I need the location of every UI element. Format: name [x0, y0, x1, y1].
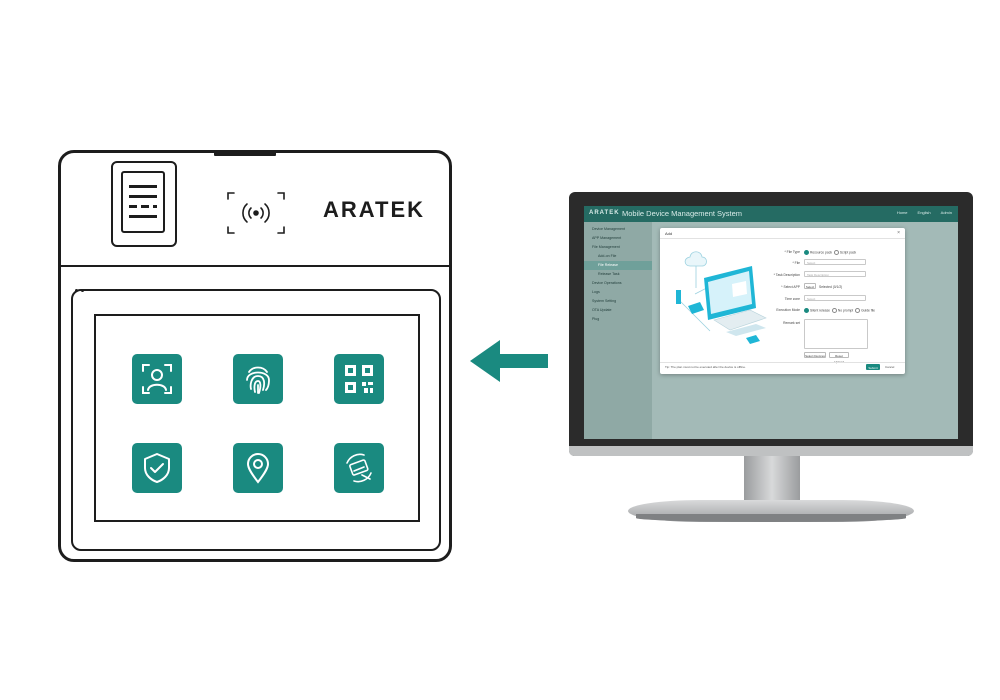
fingerprint-sensor: [111, 161, 177, 247]
selected-apps-count: Selected (0/1/2): [819, 285, 843, 289]
file-label: * File: [792, 261, 800, 265]
device-divider: [61, 265, 449, 273]
task-description-input[interactable]: Task Description: [804, 271, 866, 277]
sidebar-item-logs[interactable]: Logs: [592, 290, 600, 294]
radio-script-pack[interactable]: [833, 250, 839, 255]
biometric-terminal: ARATEK: [58, 150, 452, 562]
qr-code-icon[interactable]: [334, 354, 384, 404]
modal-divider: [660, 238, 905, 239]
add-file-modal: Add ×: [660, 228, 905, 374]
app-sidebar: Device Management APP Management File Ma…: [584, 222, 652, 439]
face-recognition-icon[interactable]: [132, 354, 182, 404]
sidebar-item-file-release[interactable]: File Release: [584, 261, 652, 270]
shield-check-icon[interactable]: [132, 443, 182, 493]
radio-guide-file[interactable]: [855, 308, 861, 313]
sidebar-item-app-management[interactable]: APP Management: [592, 236, 622, 240]
computer-illustration: [670, 246, 775, 363]
reset-upload-button[interactable]: Reset Upload: [829, 352, 849, 364]
device-brand-logo: ARATEK: [323, 197, 426, 222]
sidebar-item-device-operations[interactable]: Device Operations: [592, 281, 622, 285]
contactless-card-icon[interactable]: [334, 443, 384, 493]
radio-resource-pack[interactable]: [804, 250, 809, 255]
submit-button[interactable]: Submit: [866, 364, 880, 370]
device-screen-bezel: [71, 289, 441, 551]
app-header: ARATEK Mobile Device Management System H…: [584, 206, 958, 222]
home-link[interactable]: Home: [896, 210, 908, 215]
cancel-button[interactable]: Cancel: [885, 365, 895, 369]
task-description-label: * Task Description: [773, 273, 800, 277]
select-devices-button[interactable]: Select Devices: [804, 352, 826, 358]
file-type-label: * File Type: [784, 250, 800, 254]
close-icon[interactable]: ×: [897, 230, 900, 236]
time-zone-select[interactable]: Select: [804, 295, 866, 301]
file-type-radio-group: Resource pack Script pack: [804, 250, 856, 255]
language-link[interactable]: English: [917, 210, 931, 215]
remark-textarea[interactable]: [804, 319, 868, 349]
modal-footer-divider: [660, 362, 905, 363]
sidebar-item-ota-update[interactable]: OTA Update: [592, 308, 612, 312]
execution-mode-label: Execution Mode: [776, 308, 800, 312]
sidebar-item-file-management[interactable]: File Management: [592, 245, 620, 249]
arrow-left-icon: [470, 338, 550, 389]
radio-no-prompt[interactable]: [831, 308, 837, 313]
rfid-reader-icon: [226, 191, 286, 235]
time-zone-label: Time zone: [784, 297, 800, 301]
user-link[interactable]: Admin: [940, 210, 952, 215]
footer-tip: Tip: The plan must not be executed after…: [665, 365, 746, 369]
app-top-actions: Home English Admin: [897, 210, 952, 215]
sidebar-item-release-task[interactable]: Release Task: [598, 272, 620, 276]
execution-mode-radio-group: Silent release No prompt Guide file: [804, 308, 875, 313]
select-app-button[interactable]: Select: [804, 283, 816, 289]
desktop-monitor: ARATEK Mobile Device Management System H…: [569, 192, 973, 456]
remark-label: Remark set: [783, 321, 800, 325]
location-pin-icon[interactable]: [233, 443, 283, 493]
app-title: Mobile Device Management System: [622, 209, 743, 218]
app-logo: ARATEK: [589, 210, 620, 216]
modal-title: Add: [665, 231, 673, 236]
sidebar-item-plug[interactable]: Plug: [592, 317, 600, 321]
sidebar-item-add-on-file[interactable]: Add-on File: [598, 254, 617, 258]
sidebar-item-device-management[interactable]: Device Management: [592, 227, 625, 231]
fingerprint-icon[interactable]: [233, 354, 283, 404]
sidebar-item-system-setting[interactable]: System Setting: [592, 299, 617, 303]
monitor-screen: ARATEK Mobile Device Management System H…: [584, 206, 958, 439]
device-top-slot: [214, 150, 276, 156]
monitor-neck: [744, 456, 800, 504]
fingerprint-sensor-glass: [121, 171, 165, 233]
select-app-label: * Select APP: [781, 285, 800, 289]
file-select[interactable]: Select: [804, 259, 866, 265]
monitor-chin: [569, 446, 973, 456]
monitor-base-edge: [636, 514, 906, 522]
radio-silent-release[interactable]: [804, 308, 809, 313]
device-screen: [94, 314, 420, 522]
